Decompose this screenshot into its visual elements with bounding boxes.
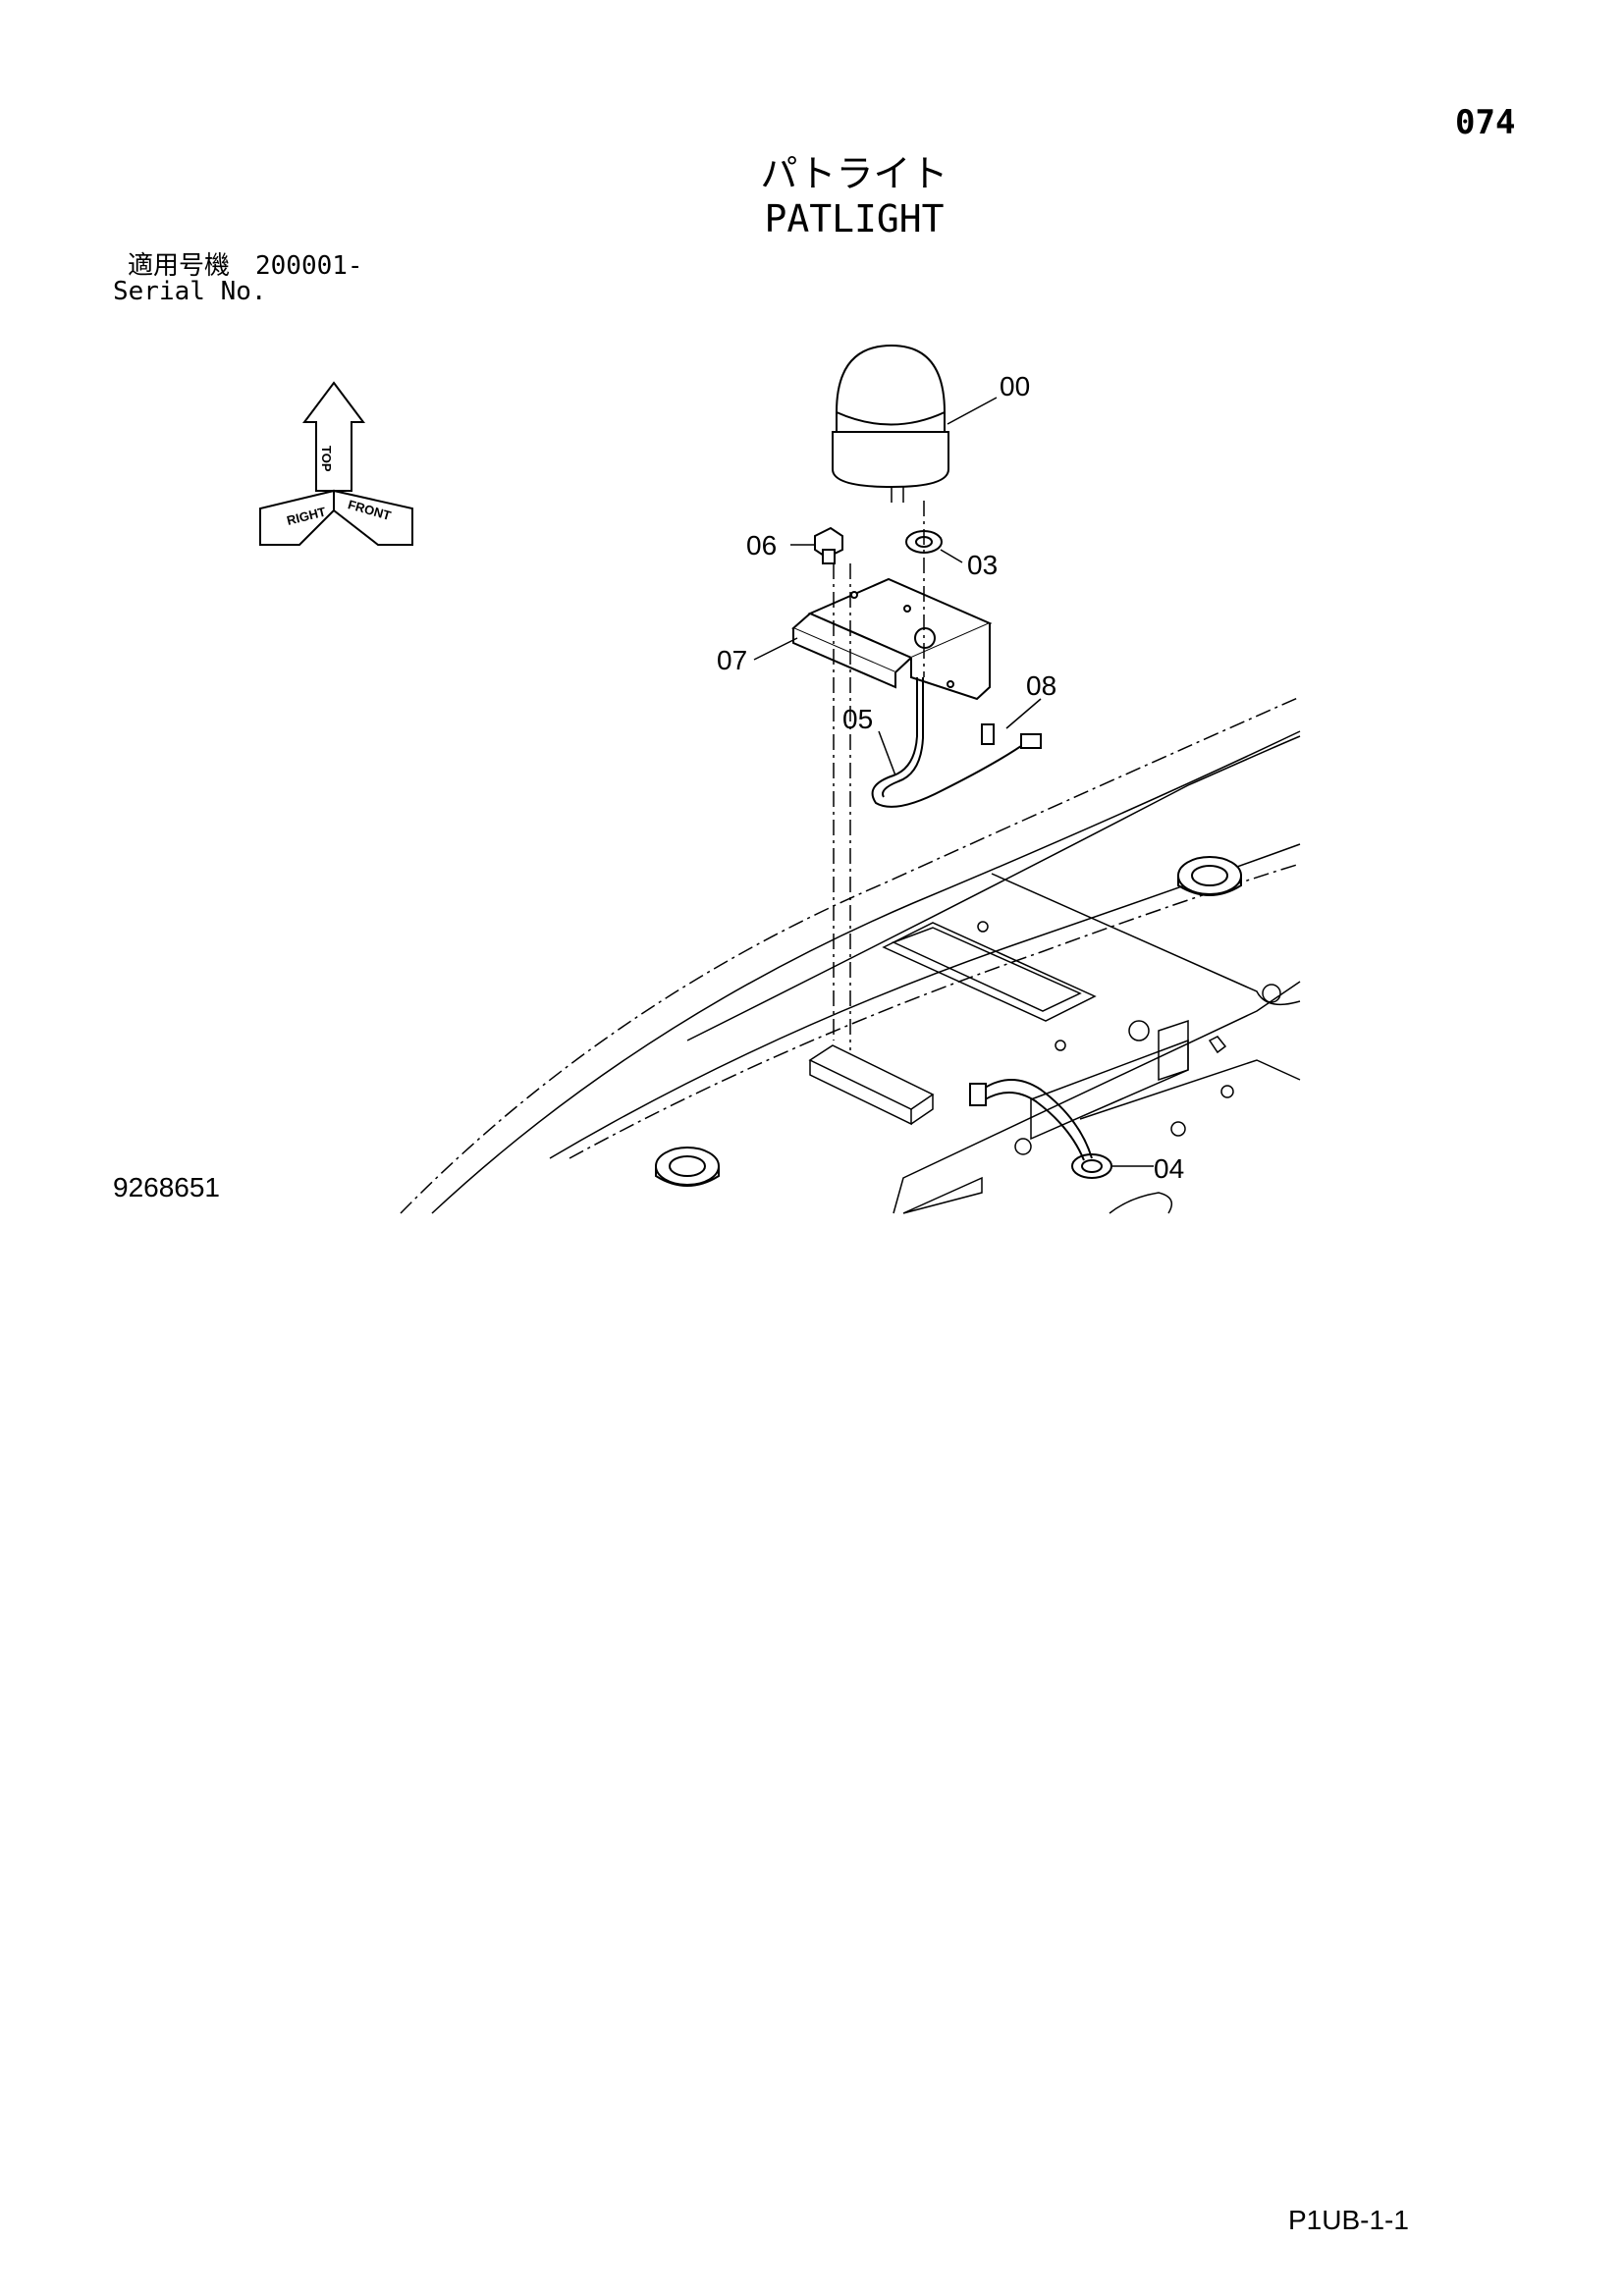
page-title-japanese: パトライト bbox=[760, 152, 948, 195]
page-number: 074 bbox=[1455, 103, 1516, 142]
serial-label-japanese: 適用号機 200001- bbox=[128, 251, 363, 281]
lower-harness bbox=[969, 1079, 1093, 1161]
orientation-top-label: TOP bbox=[319, 446, 334, 472]
callout-03: 03 bbox=[967, 550, 998, 580]
callout-04: 04 bbox=[1154, 1153, 1184, 1184]
wire-harness bbox=[871, 677, 1042, 808]
bolt bbox=[814, 526, 843, 564]
callout-08: 08 bbox=[1026, 670, 1056, 701]
orientation-indicator: TOP RIGHT FRONT bbox=[259, 381, 413, 546]
callout-00: 00 bbox=[1000, 371, 1030, 401]
machine-body bbox=[400, 696, 1301, 1214]
serial-label-english: Serial No. bbox=[113, 277, 267, 306]
mounting-bracket bbox=[791, 577, 993, 701]
assembly-guide-lines bbox=[833, 501, 925, 1050]
grommet-left bbox=[655, 1147, 720, 1187]
grommet-04 bbox=[1071, 1153, 1112, 1179]
grommet-rear bbox=[1177, 856, 1242, 896]
page-title-english: PATLIGHT bbox=[764, 197, 945, 240]
page-code: P1UB-1-1 bbox=[1288, 2205, 1409, 2235]
patlight-lamp bbox=[832, 344, 949, 503]
callout-06: 06 bbox=[746, 530, 777, 561]
callout-07: 07 bbox=[717, 645, 747, 675]
callout-05: 05 bbox=[842, 704, 873, 734]
drawing-number: 9268651 bbox=[113, 1172, 221, 1202]
callout-leaders bbox=[753, 397, 1154, 1167]
